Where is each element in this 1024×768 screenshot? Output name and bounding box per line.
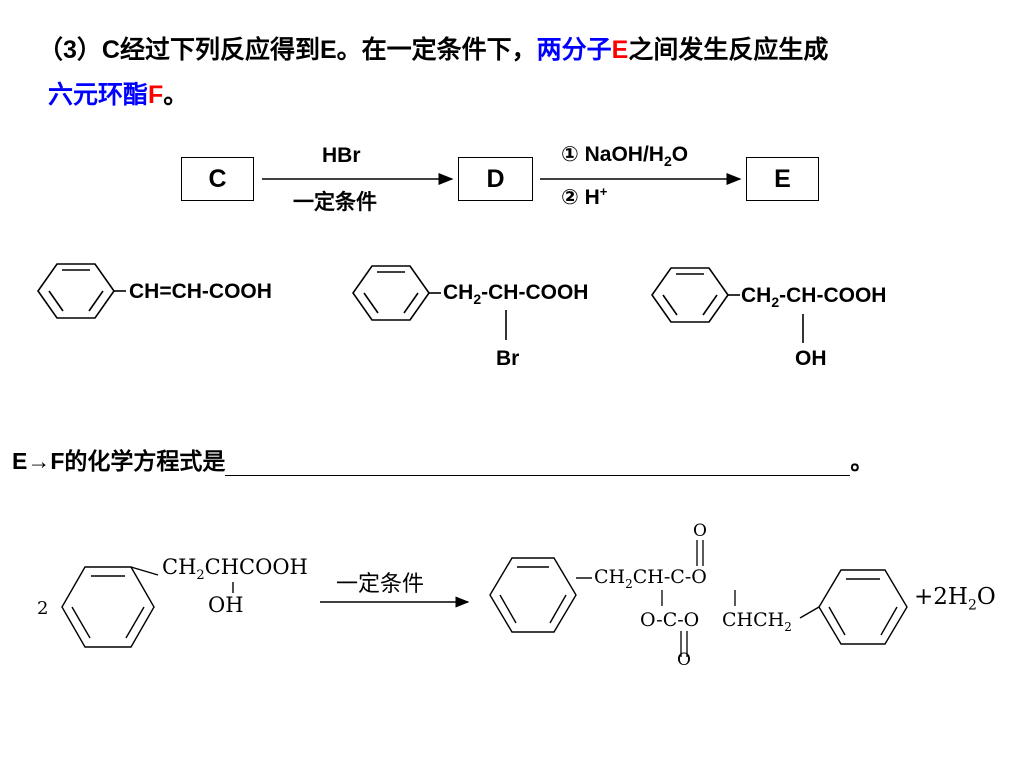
answer-oh: OH (208, 593, 244, 617)
ring-right-group: CHCH2 (722, 609, 792, 634)
ring-bottom-row: O-C-O (640, 609, 700, 631)
highlight-e: E (611, 36, 629, 64)
compound-c-box: C (181, 157, 254, 201)
reagent-step-2: ② H+ (561, 184, 608, 209)
highlight-ring-ester: 六元环酯 (48, 81, 149, 109)
benzene-ring-1-icon (37, 263, 126, 319)
part-number: （3） (38, 36, 102, 64)
ring-carbonyl-top-o: O (693, 521, 707, 541)
intro-text-a: C经过下列反应得到E。在一定条件下， (101, 36, 537, 64)
answer-coefficient: 2 (37, 598, 49, 619)
compound-e-box: E (746, 157, 819, 201)
question-line: E→F的化学方程式是 。 (12, 442, 873, 476)
reagent-hbr: HBr (322, 144, 361, 167)
answer-benzene-ring-3-icon (799, 569, 908, 645)
structure-3-formula: CH2-CH-COOH (741, 284, 887, 311)
answer-chain: CH2CHCOOH (162, 555, 308, 584)
condition-label-1: 一定条件 (293, 191, 377, 214)
question-end: 。 (850, 448, 874, 474)
compound-d-box: D (458, 157, 533, 201)
benzene-ring-3-icon (651, 267, 804, 343)
answer-plus-water: +2H2O (914, 584, 996, 614)
ring-carbonyl-bottom-o: O (677, 650, 691, 670)
ring-top-row: CH2CH-C-O (594, 566, 707, 591)
answer-benzene-ring-2-icon (489, 557, 592, 633)
highlight-two-molecules: 两分子 (536, 36, 612, 64)
intro-line-2: 六元环酯F。 (48, 75, 188, 111)
answer-condition: 一定条件 (336, 572, 425, 597)
intro-end: 。 (163, 81, 189, 109)
answer-blank[interactable] (225, 455, 851, 476)
structure-2-formula: CH2-CH-COOH (443, 281, 589, 308)
ring-ester-bonds (661, 540, 736, 657)
structure-2-substituent: Br (496, 347, 520, 370)
benzene-ring-2-icon (352, 265, 507, 340)
reagent-step-1: ① NaOH/H2O (561, 143, 689, 170)
answer-benzene-ring-1-icon (61, 566, 234, 648)
intro-text-b: 之间发生反应生成 (628, 36, 829, 64)
structure-1-formula: CH=CH-COOH (129, 280, 272, 303)
intro-line-1: （3）C经过下列反应得到E。在一定条件下，两分子E之间发生反应生成 (38, 30, 828, 66)
highlight-f: F (148, 81, 164, 109)
structure-3-substituent: OH (795, 347, 827, 370)
question-prefix: E→F的化学方程式是 (12, 448, 226, 474)
